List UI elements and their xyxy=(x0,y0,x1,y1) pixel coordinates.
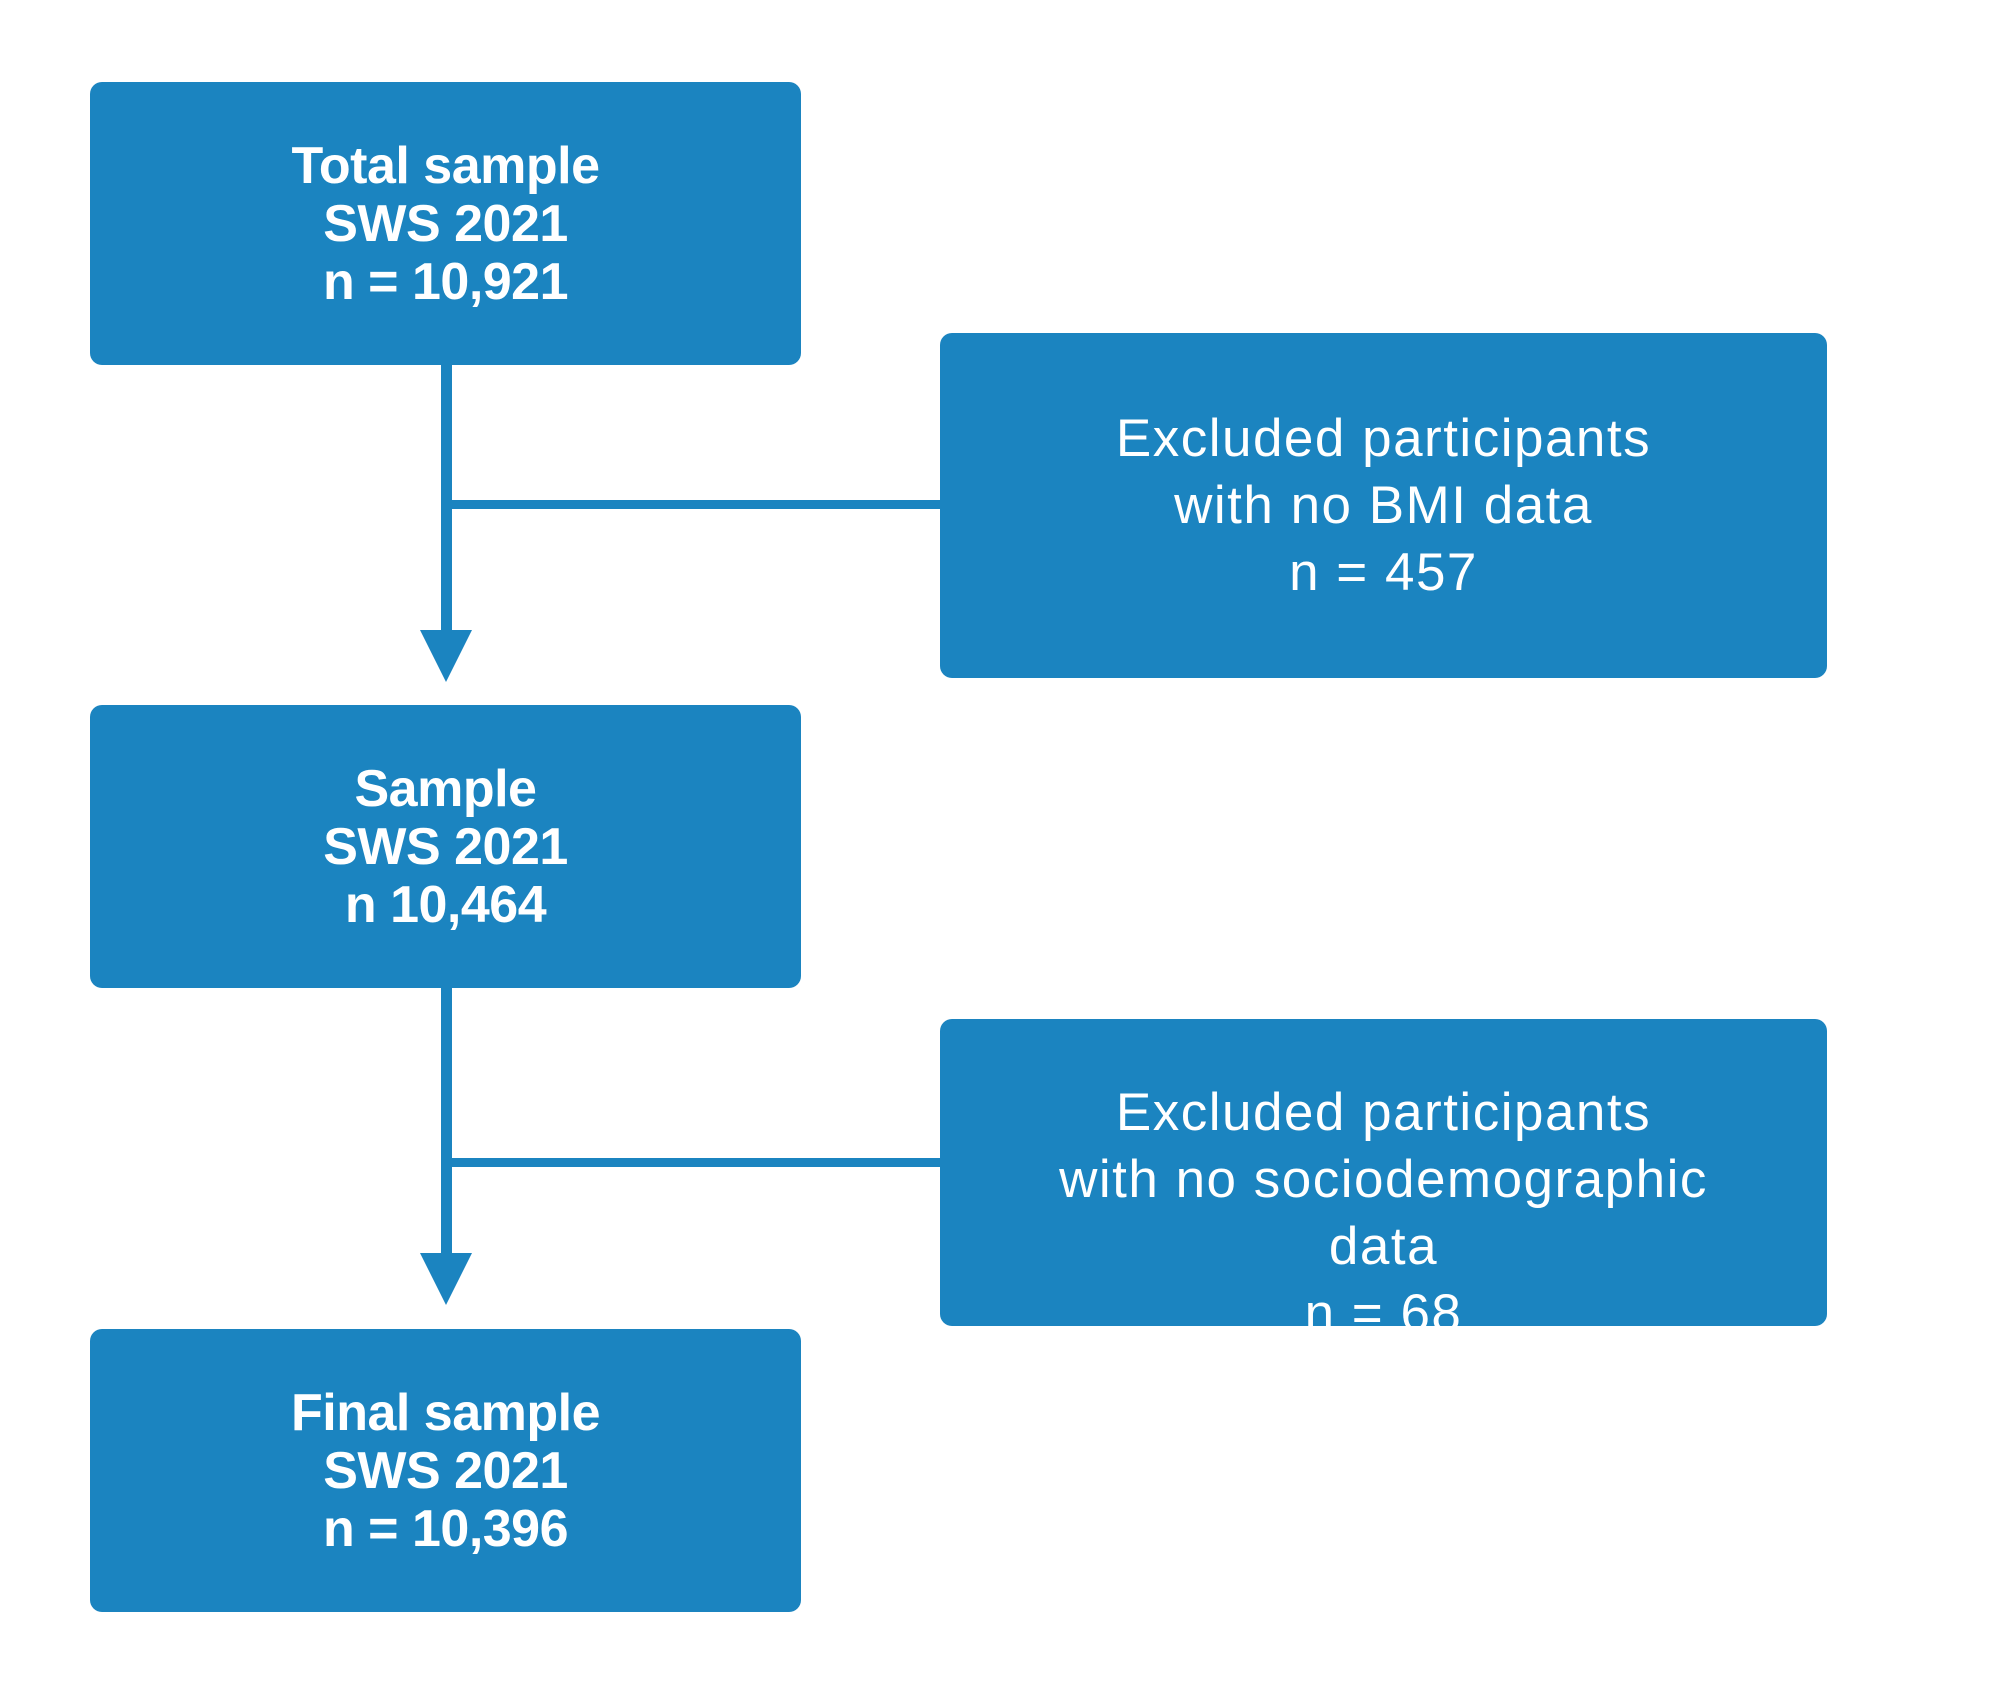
total-sample-line-3: n = 10,921 xyxy=(322,252,569,311)
connector-vertical-2 xyxy=(441,988,452,1258)
excluded-socio-line-3: data xyxy=(1328,1217,1439,1276)
excluded-bmi-line-3: n = 457 xyxy=(1289,543,1478,602)
excluded-bmi-line-2: with no BMI data xyxy=(1174,476,1593,535)
total-sample-box: Total sample SWS 2021 n = 10,921 xyxy=(90,82,801,365)
sample-line-3: n 10,464 xyxy=(344,875,547,934)
excluded-sociodemographic-box: Excluded participants with no sociodemog… xyxy=(940,1019,1827,1326)
connector-branch-bmi xyxy=(452,500,940,509)
excluded-socio-line-2: with no sociodemographic xyxy=(1059,1150,1708,1209)
excluded-bmi-box: Excluded participants with no BMI data n… xyxy=(940,333,1827,678)
final-sample-line-3: n = 10,396 xyxy=(322,1499,569,1558)
connector-vertical-1 xyxy=(441,365,452,635)
total-sample-line-2: SWS 2021 xyxy=(323,194,568,253)
final-sample-box: Final sample SWS 2021 n = 10,396 xyxy=(90,1329,801,1612)
sample-line-2: SWS 2021 xyxy=(323,817,568,876)
excluded-socio-line-1: Excluded participants xyxy=(1115,1083,1652,1142)
total-sample-line-1: Total sample xyxy=(291,136,600,195)
excluded-socio-line-4: n = 68 xyxy=(1304,1284,1463,1326)
arrowhead-to-final xyxy=(420,1253,472,1305)
sample-line-1: Sample xyxy=(354,759,537,818)
connector-branch-socio xyxy=(452,1158,940,1167)
arrowhead-to-sample xyxy=(420,630,472,682)
final-sample-line-1: Final sample xyxy=(291,1383,601,1442)
excluded-bmi-line-1: Excluded participants xyxy=(1115,409,1652,468)
sample-box: Sample SWS 2021 n 10,464 xyxy=(90,705,801,988)
final-sample-line-2: SWS 2021 xyxy=(323,1441,568,1500)
